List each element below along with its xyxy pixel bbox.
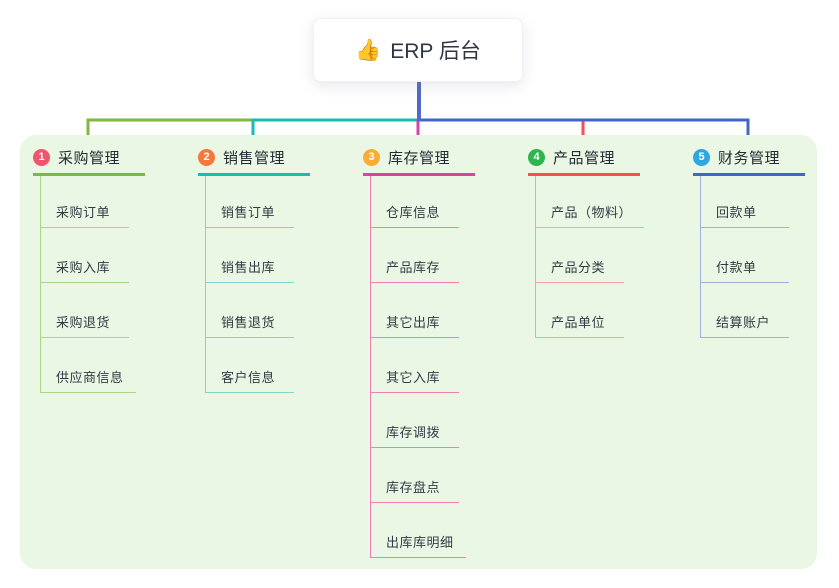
child-item[interactable]: 产品（物料） <box>536 176 645 228</box>
branch-title[interactable]: 4 产品管理 <box>528 143 640 176</box>
child-item[interactable]: 采购入库 <box>41 228 129 283</box>
branch-number-badge: 2 <box>198 148 215 166</box>
branch-title-label: 产品管理 <box>553 149 616 167</box>
child-item[interactable]: 仓库信息 <box>371 176 459 228</box>
child-item[interactable]: 库存调拨 <box>371 393 459 448</box>
child-item[interactable]: 采购退货 <box>41 283 129 338</box>
branch-children: 仓库信息产品库存其它出库其它入库库存调拨库存盘点出库库明细 <box>370 176 466 558</box>
branch-title-label: 财务管理 <box>718 149 781 167</box>
branch-children: 产品（物料）产品分类产品单位 <box>535 176 645 338</box>
branch-5: 5 财务管理回款单付款单结算账户 <box>693 143 823 338</box>
branch-children: 采购订单采购入库采购退货供应商信息 <box>40 176 136 393</box>
branch-2: 2 销售管理销售订单销售出库销售退货客户信息 <box>198 143 328 393</box>
branch-title-label: 采购管理 <box>58 149 121 167</box>
child-item[interactable]: 客户信息 <box>206 338 294 393</box>
branch-number-badge: 4 <box>528 148 545 166</box>
branch-children: 回款单付款单结算账户 <box>700 176 789 338</box>
child-item[interactable]: 产品单位 <box>536 283 624 338</box>
child-item[interactable]: 库存盘点 <box>371 448 459 503</box>
child-item[interactable]: 销售订单 <box>206 176 294 228</box>
branch-title[interactable]: 5 财务管理 <box>693 143 805 176</box>
branch-3: 3 库存管理仓库信息产品库存其它出库其它入库库存调拨库存盘点出库库明细 <box>363 143 493 558</box>
child-item[interactable]: 销售出库 <box>206 228 294 283</box>
root-node-title: ERP 后台 <box>390 40 481 63</box>
child-item[interactable]: 产品库存 <box>371 228 459 283</box>
child-item[interactable]: 付款单 <box>701 228 789 283</box>
branch-title-label: 库存管理 <box>388 149 451 167</box>
branch-number-badge: 1 <box>33 148 50 166</box>
child-item[interactable]: 销售退货 <box>206 283 294 338</box>
branch-number-badge: 5 <box>693 148 710 166</box>
branch-children: 销售订单销售出库销售退货客户信息 <box>205 176 294 393</box>
branch-title-label: 销售管理 <box>223 149 286 167</box>
child-item[interactable]: 回款单 <box>701 176 789 228</box>
branches-panel: 1 采购管理采购订单采购入库采购退货供应商信息 2 销售管理销售订单销售出库销售退货客… <box>20 135 817 569</box>
branch-title[interactable]: 3 库存管理 <box>363 143 475 176</box>
child-item[interactable]: 出库库明细 <box>371 503 466 558</box>
child-item[interactable]: 其它入库 <box>371 338 459 393</box>
branch-title[interactable]: 2 销售管理 <box>198 143 310 176</box>
branch-4: 4 产品管理产品（物料）产品分类产品单位 <box>528 143 658 338</box>
child-item[interactable]: 供应商信息 <box>41 338 136 393</box>
child-item[interactable]: 产品分类 <box>536 228 624 283</box>
child-item[interactable]: 其它出库 <box>371 283 459 338</box>
branch-title[interactable]: 1 采购管理 <box>33 143 145 176</box>
child-item[interactable]: 结算账户 <box>701 283 789 338</box>
child-item[interactable]: 采购订单 <box>41 176 129 228</box>
root-node-erp[interactable]: 👍 ERP 后台 <box>313 18 523 82</box>
branch-1: 1 采购管理采购订单采购入库采购退货供应商信息 <box>33 143 163 393</box>
branch-number-badge: 3 <box>363 148 380 166</box>
thumbs-up-icon: 👍 <box>355 38 382 62</box>
